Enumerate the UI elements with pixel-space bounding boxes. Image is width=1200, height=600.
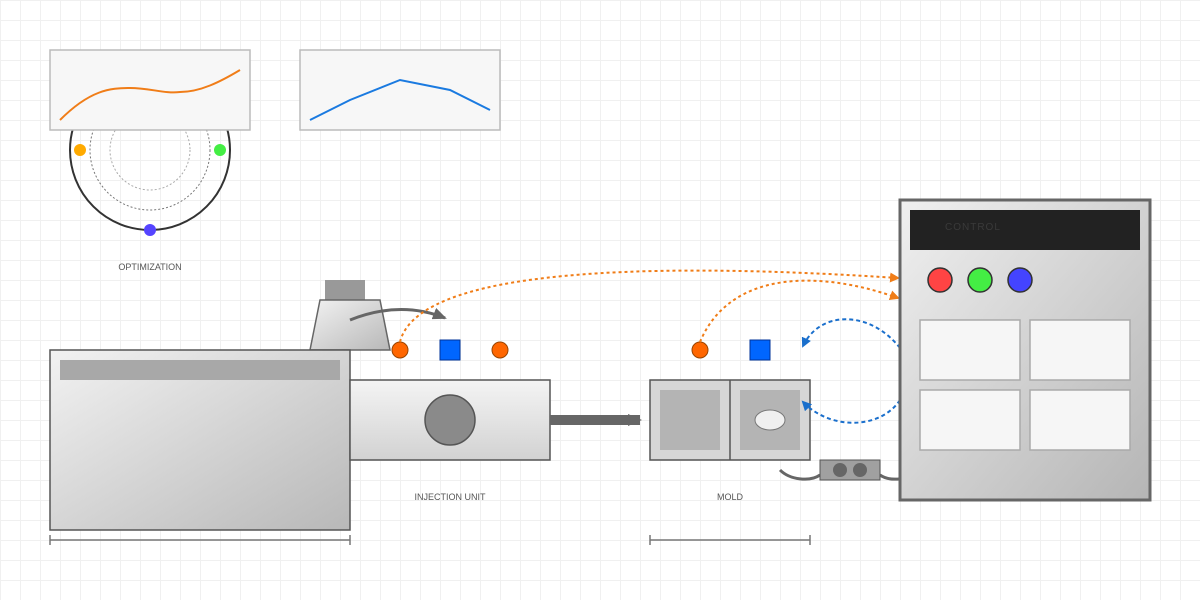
control-label: CONTROL [945, 222, 1001, 233]
screw-drive [424, 394, 476, 446]
control-screen [910, 210, 1140, 250]
injection-unit-label: INJECTION UNIT [415, 492, 487, 502]
machine-base [49, 349, 351, 545]
temp-sensor-1 [391, 341, 409, 359]
optimization-label: OPTIMIZATION [118, 262, 181, 272]
control-line-to-pressure-sensor [801, 318, 901, 349]
green-indicator-led [967, 267, 993, 293]
pressure-sensor-1 [439, 339, 461, 361]
connector-block [819, 459, 881, 481]
control-line-to-mold [801, 399, 901, 424]
red-indicator-led [927, 267, 953, 293]
mold: MOLD [649, 379, 811, 545]
signal-line-sensor3-to-control [699, 279, 900, 343]
hopper-body [309, 299, 391, 351]
cable-left [778, 468, 821, 481]
dial-violet-dot [144, 224, 156, 236]
molded-part [754, 409, 786, 431]
control-panel: CONTROL [898, 198, 1152, 502]
temp-sensor-2 [491, 341, 509, 359]
display-panel-1 [919, 319, 1021, 381]
display-panel-4 [1029, 389, 1131, 451]
display-panel-2 [1029, 319, 1131, 381]
monitor-chart-left [49, 49, 251, 131]
dial-middle-ring [89, 89, 211, 211]
machine-header-strip [60, 360, 340, 380]
temp-sensor-3 [691, 341, 709, 359]
feed-arrow [349, 307, 447, 322]
sensors [391, 339, 771, 361]
connector-pin-2 [853, 463, 867, 477]
hopper [309, 280, 391, 351]
display-panel-3 [919, 389, 1021, 451]
chart-right-line [309, 78, 491, 121]
signal-line-sensor1-to-control [399, 269, 900, 343]
chart-left-line [59, 69, 241, 121]
hopper-cap [325, 280, 365, 300]
dial-green-dot [214, 144, 226, 156]
mold-label: MOLD [717, 492, 744, 502]
connector-pin-1 [833, 463, 847, 477]
mold-cavity-left [660, 390, 720, 450]
pressure-sensor-2 [749, 339, 771, 361]
blue-indicator-led [1007, 267, 1033, 293]
dial-amber-dot [74, 144, 86, 156]
monitor-chart-right [299, 49, 501, 131]
injection-unit: INJECTION UNIT [349, 379, 551, 502]
